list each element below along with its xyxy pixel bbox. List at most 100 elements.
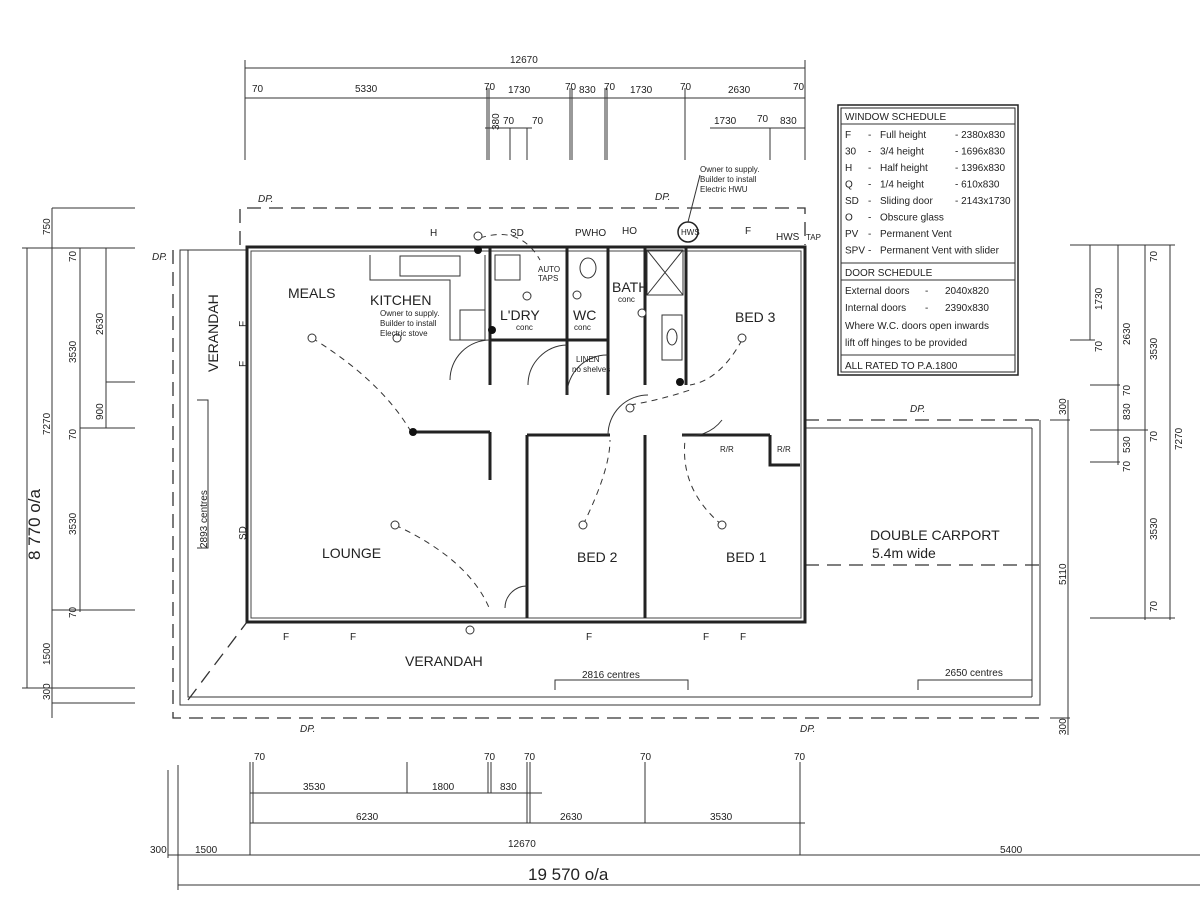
dim-bottom: 2630 <box>560 812 583 823</box>
window-label: HO <box>622 226 637 237</box>
dim-right: 3530 <box>1149 517 1160 540</box>
window-schedule-cell: SD <box>845 196 859 207</box>
window-schedule-cell: Half height <box>880 163 928 174</box>
room-meals: MEALS <box>288 285 335 301</box>
window-label: HWS <box>776 232 800 243</box>
dim-top-overall: 12670 <box>510 55 538 66</box>
dim-bottom: 70 <box>484 752 496 763</box>
dim-top2: 380 <box>491 113 502 130</box>
bottom-dimensions: 70 3530 1800 70 830 70 70 70 6230 2630 3… <box>150 752 1200 890</box>
dim-top: 1730 <box>508 85 531 96</box>
hws-label: HWS <box>681 228 700 237</box>
dim-left: 1500 <box>42 642 53 665</box>
window-label: PWHO <box>575 228 606 239</box>
dim-top2: 70 <box>532 116 544 127</box>
rr-label: R/R <box>720 445 734 454</box>
window-label: F <box>238 321 249 327</box>
dp-label: DP. <box>910 404 925 415</box>
centres-dims: 2893 centres 2816 centres 2650 centres <box>197 399 1033 690</box>
window-label: SD <box>238 526 249 540</box>
window-schedule-title: WINDOW SCHEDULE <box>845 112 946 123</box>
room-carport: DOUBLE CARPORT <box>870 527 1000 543</box>
tap-label: TAP <box>806 233 821 242</box>
dim-right: 530 <box>1122 436 1133 453</box>
door-row: Internal doors <box>845 303 906 314</box>
dim-right: 70 <box>1094 340 1105 352</box>
room-bed1: BED 1 <box>726 549 767 565</box>
window-schedule-cell: Permanent Vent <box>880 229 952 240</box>
door-row: - <box>925 303 928 314</box>
window-schedule-cell: - 1396x830 <box>955 163 1005 174</box>
window-labels: H SD PWHO HO F F F F F F F F SD HWS TAP <box>238 226 821 643</box>
door-row: External doors <box>845 286 909 297</box>
dim-left: 70 <box>68 250 79 262</box>
window-schedule-cell: - 2143x1730 <box>955 196 1011 207</box>
door-row: - <box>925 286 928 297</box>
right-dimensions: 300 5110 300 1730 70 2630 70 830 530 70 … <box>1050 244 1185 735</box>
door-row: 2390x830 <box>945 303 989 314</box>
centres-label: 2816 centres <box>582 670 640 681</box>
door-note: Where W.C. doors open inwards <box>845 321 989 332</box>
dim-top: 70 <box>793 82 805 93</box>
dim-right: 70 <box>1122 384 1133 396</box>
dim-right: 2630 <box>1122 322 1133 345</box>
dim-top: 830 <box>579 85 596 96</box>
floor-note: conc <box>618 295 635 304</box>
window-label: H <box>430 228 437 239</box>
dim-left: 70 <box>68 428 79 440</box>
dim-bottom: 5400 <box>1000 845 1023 856</box>
dim-right: 300 <box>1058 718 1069 735</box>
dim-top2: 70 <box>503 116 515 127</box>
dim-top2: 1730 <box>714 116 737 127</box>
dp-label: DP. <box>152 252 167 263</box>
dim-bottom: 1500 <box>195 845 218 856</box>
window-schedule-cell: H <box>845 163 852 174</box>
dim-bottom-overall: 19 570 o/a <box>528 865 609 884</box>
rr-label: R/R <box>777 445 791 454</box>
dim-right: 70 <box>1149 600 1160 612</box>
dim-bottom: 70 <box>794 752 806 763</box>
dim-left: 3530 <box>68 512 79 535</box>
auto-taps: AUTO <box>538 265 560 274</box>
dim-right: 70 <box>1149 250 1160 262</box>
hwu-note: Owner to supply. <box>700 165 759 174</box>
dim-top: 70 <box>680 82 692 93</box>
dim-left: 300 <box>42 683 53 700</box>
dim-top: 2630 <box>728 85 751 96</box>
dim-bottom: 12670 <box>508 839 536 850</box>
dim-top2: 830 <box>780 116 797 127</box>
dim-left: 70 <box>68 606 79 618</box>
dim-right: 3530 <box>1149 337 1160 360</box>
room-bed3: BED 3 <box>735 309 776 325</box>
dim-top: 1730 <box>630 85 653 96</box>
top-dimensions: 12670 70 5330 70 1730 70 830 70 1730 70 … <box>244 55 806 160</box>
dim-right: 1730 <box>1094 287 1105 310</box>
dim-bottom: 830 <box>500 782 517 793</box>
door-row: 2040x820 <box>945 286 989 297</box>
window-label: SD <box>510 228 524 239</box>
window-schedule-cell: - <box>868 163 871 174</box>
dim-bottom: 70 <box>640 752 652 763</box>
room-bath: BATH <box>612 279 648 295</box>
dim-top: 70 <box>565 82 577 93</box>
door-schedule-title: DOOR SCHEDULE <box>845 268 933 279</box>
window-schedule-cell: - <box>868 246 871 257</box>
window-door-schedule: WINDOW SCHEDULE F-Full height- 2380x8303… <box>837 104 1019 376</box>
window-schedule-cell: SPV <box>845 246 865 257</box>
auto-taps: TAPS <box>538 274 558 283</box>
window-schedule-cell: 1/4 height <box>880 180 924 191</box>
dim-right: 300 <box>1058 398 1069 415</box>
dim-top: 70 <box>252 84 264 95</box>
linen-note: no shelves <box>572 365 610 374</box>
dp-label: DP. <box>800 724 815 735</box>
window-schedule-cell: - <box>868 130 871 141</box>
dim-right: 70 <box>1149 430 1160 442</box>
room-lounge: LOUNGE <box>322 545 381 561</box>
room-verandah-bottom: VERANDAH <box>405 653 483 669</box>
dim-left: 2630 <box>95 312 106 335</box>
dim-top: 70 <box>604 82 616 93</box>
window-schedule-cell: - <box>868 180 871 191</box>
building: HWS <box>172 174 1045 719</box>
window-schedule-cell: - 610x830 <box>955 180 1000 191</box>
dim-bottom: 3530 <box>710 812 733 823</box>
